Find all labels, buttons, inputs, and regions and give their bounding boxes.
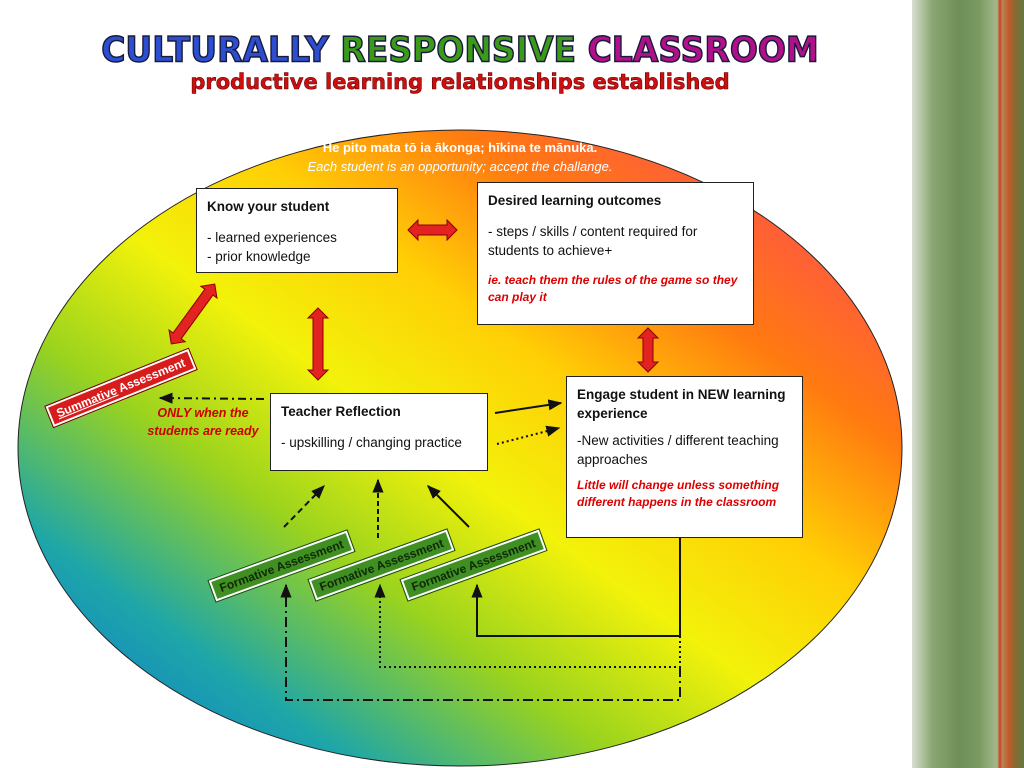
box-note: Little will change unless something diff… (577, 478, 780, 509)
connectors (158, 392, 681, 701)
title-word-1: CULTURALLY (101, 28, 330, 70)
box-desired-learning-outcomes: Desired learning outcomes - steps / skil… (477, 182, 754, 325)
box-line: - prior knowledge (207, 249, 311, 264)
title-block: CULTURALLY RESPONSIVE CLASSROOM producti… (0, 28, 920, 95)
box-line: -New activities / different teaching app… (577, 433, 779, 467)
side-stripe (912, 0, 1024, 768)
box-heading: Teacher Reflection (281, 404, 401, 419)
proverb-english: Each student is an opportunity; accept t… (307, 159, 613, 174)
loop-solid (471, 538, 681, 637)
proverb: He pito mata tō ia ākonga; hīkina te mān… (250, 138, 670, 176)
box-heading: Desired learning outcomes (488, 193, 662, 208)
box-note: ie. teach them the rules of the game so … (488, 273, 738, 304)
box-heading: Engage student in NEW learning experienc… (577, 387, 786, 421)
double-arrow-know-teacher (306, 307, 330, 381)
subtitle: productive learning relationships establ… (190, 70, 730, 95)
double-arrow-desired-engage (636, 327, 660, 373)
title-word-2: RESPONSIVE (340, 28, 577, 70)
loop-dashdot (280, 583, 681, 701)
box-heading: Know your student (207, 199, 330, 214)
double-arrow-know-summative (168, 283, 218, 345)
main-title: CULTURALLY RESPONSIVE CLASSROOM (0, 28, 920, 71)
box-engage-student: Engage student in NEW learning experienc… (566, 376, 803, 538)
arrow-teacher-engage (494, 399, 563, 414)
red-arrows (168, 218, 660, 381)
loop-dotted (374, 583, 681, 668)
double-arrow-know-desired (407, 218, 458, 242)
proverb-maori: He pito mata tō ia ākonga; hīkina te mān… (322, 140, 598, 155)
arrow-formative3-teacher (427, 485, 470, 528)
box-line: - learned experiences (207, 230, 337, 245)
only-when-ready-note: ONLY when the students are ready (147, 406, 259, 438)
side-stripe-overlay (912, 0, 1024, 768)
box-line: - steps / skills / content required for … (488, 224, 698, 258)
box-know-your-student: Know your student - learned experiences … (196, 188, 398, 273)
box-teacher-reflection: Teacher Reflection - upskilling / changi… (270, 393, 488, 471)
arrow-teacher-engage-dotted (496, 425, 561, 445)
box-line: - upskilling / changing practice (281, 435, 462, 450)
title-word-3: CLASSROOM (587, 28, 820, 70)
